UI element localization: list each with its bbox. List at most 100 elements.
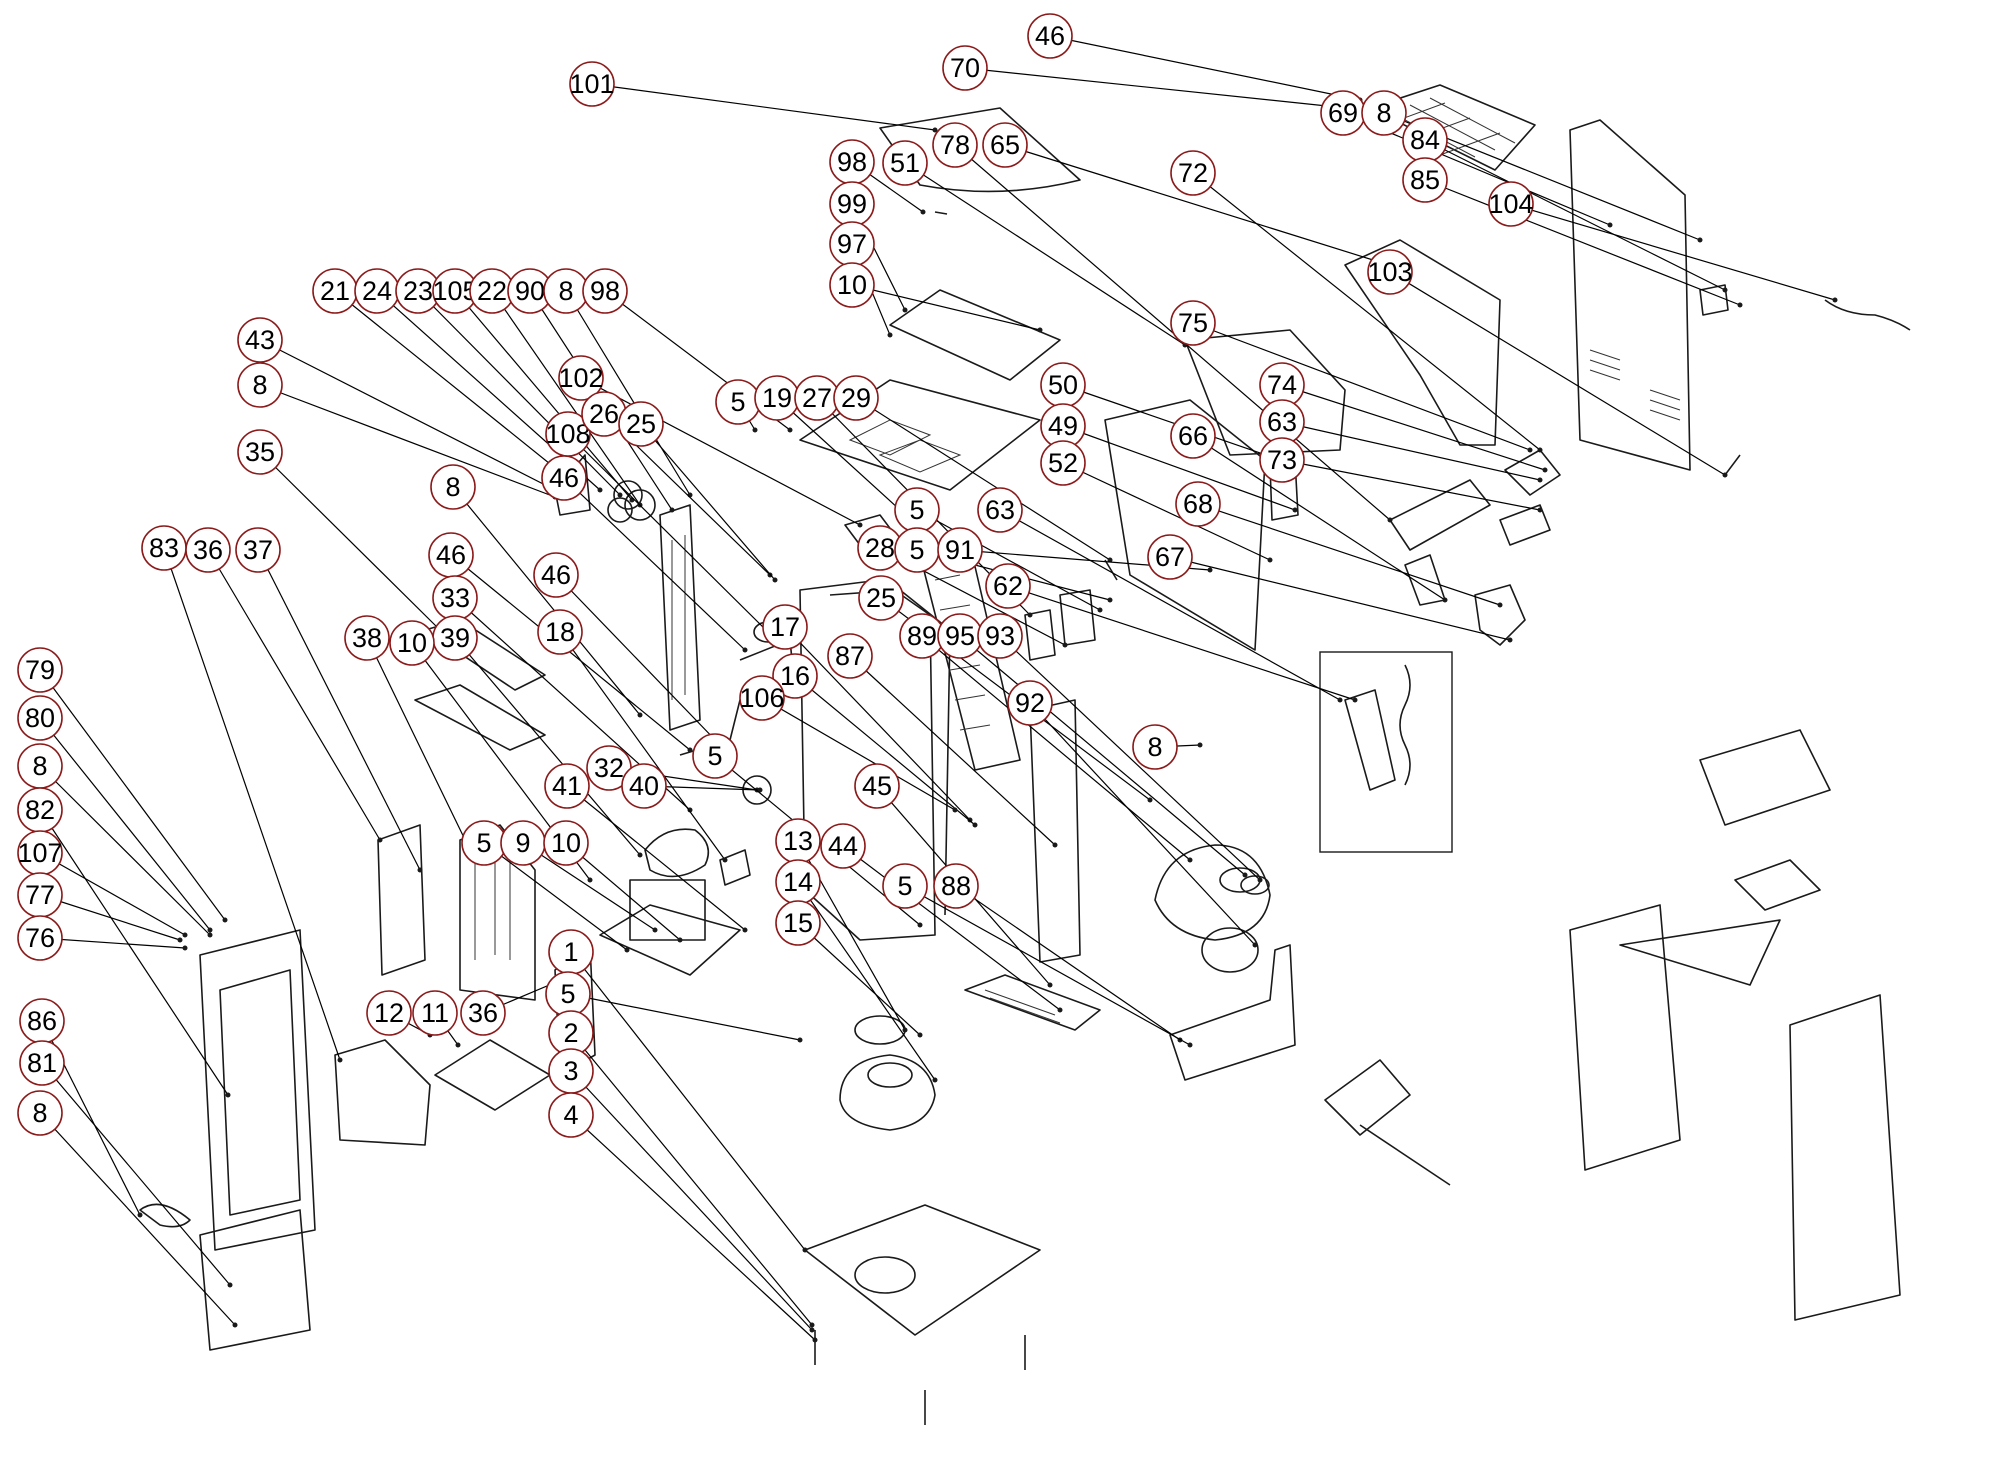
- leader-line: [921, 635, 1191, 861]
- leader-endpoint: [587, 877, 593, 883]
- callout-label: 32: [594, 753, 624, 783]
- callout-ring: [854, 763, 900, 809]
- callout-label: 46: [1035, 21, 1065, 51]
- part-front-panel-left: [1569, 904, 1681, 1171]
- leader-line: [452, 486, 641, 716]
- leader-line: [567, 433, 769, 633]
- callout-65: 65: [982, 122, 1028, 168]
- part-door-82: [199, 929, 316, 1251]
- callout-ring: [17, 915, 63, 961]
- callout-25: 25: [618, 401, 664, 447]
- part-handle-86: [139, 1203, 191, 1228]
- leader-line: [916, 509, 1101, 611]
- callout-52: 52: [1040, 440, 1086, 486]
- callout-67: 67: [1147, 534, 1193, 580]
- part-foot-2-4: [814, 1330, 1026, 1425]
- callout-4: 4: [548, 1092, 594, 1138]
- callout-label: 52: [1048, 448, 1078, 478]
- leader-endpoint: [1737, 302, 1743, 308]
- callout-label: 65: [990, 130, 1020, 160]
- callout-ring: [942, 45, 988, 91]
- leader-endpoint: [1147, 797, 1153, 803]
- leader-endpoint: [1352, 697, 1358, 703]
- callout-99: 99: [829, 181, 875, 227]
- callout-75: 75: [1170, 300, 1216, 346]
- leader-line: [555, 574, 721, 746]
- leader-line: [1169, 556, 1511, 641]
- part-auger-box: [1319, 651, 1453, 853]
- leader-line: [1424, 139, 1726, 291]
- leader-endpoint: [337, 1057, 343, 1063]
- callout-label: 39: [440, 623, 470, 653]
- leader-line: [257, 549, 421, 871]
- callout-label: 14: [783, 867, 813, 897]
- callout-10: 10: [543, 820, 589, 866]
- callout-2: 2: [548, 1010, 594, 1056]
- callout-label: 35: [245, 437, 275, 467]
- callout-5: 5: [894, 527, 940, 573]
- leader-endpoint: [809, 1327, 815, 1333]
- leader-line: [39, 765, 211, 936]
- leader-line: [39, 717, 211, 931]
- part-bracket-51: [1184, 329, 1346, 456]
- leader-endpoint: [652, 927, 658, 933]
- callout-label: 29: [841, 383, 871, 413]
- leader-endpoint: [742, 647, 748, 653]
- leader-endpoint: [225, 1092, 231, 1098]
- callout-label: 69: [1328, 98, 1358, 128]
- callout-8: 8: [17, 743, 63, 789]
- callout-label: 21: [320, 276, 350, 306]
- leader-endpoint: [1507, 637, 1513, 643]
- leader-line: [454, 290, 633, 501]
- callout-91: 91: [937, 527, 983, 573]
- callout-label: 99: [837, 189, 867, 219]
- callout-label: 63: [1267, 407, 1297, 437]
- callout-101: 101: [569, 61, 615, 107]
- part-tangential-fan-45: [964, 974, 1101, 1031]
- callout-label: 46: [549, 463, 579, 493]
- part-disc-23: [613, 480, 643, 510]
- callout-ring: [1175, 481, 1221, 527]
- callout-ring: [185, 527, 231, 573]
- callout-label: 50: [1048, 370, 1078, 400]
- leader-line: [855, 397, 1111, 561]
- part-ring-95: [1219, 867, 1261, 893]
- callout-label: 104: [1488, 189, 1533, 219]
- leader-endpoint: [932, 1077, 938, 1083]
- leader-line: [797, 922, 921, 1036]
- callout-ring: [237, 362, 283, 408]
- callout-ring: [544, 763, 590, 809]
- leader-endpoint: [182, 932, 188, 938]
- part-bracket-103: [1724, 454, 1741, 476]
- callout-label: 24: [362, 276, 392, 306]
- leader-line: [566, 785, 746, 931]
- callout-label: 5: [909, 495, 924, 525]
- callout-8: 8: [17, 1090, 63, 1136]
- leader-endpoint: [902, 307, 908, 313]
- callout-label: 10: [837, 270, 867, 300]
- callout-45: 45: [854, 763, 900, 809]
- callout-95: 95: [937, 613, 983, 659]
- leader-line: [417, 290, 621, 496]
- leader-endpoint: [687, 747, 693, 753]
- callout-label: 8: [32, 1098, 47, 1128]
- callout-label: 70: [950, 53, 980, 83]
- part-ring-93: [1240, 875, 1270, 895]
- callout-8: 8: [430, 464, 476, 510]
- part-panel-87: [1029, 699, 1081, 963]
- part-screw-auger: [1399, 664, 1411, 786]
- callout-78: 78: [932, 122, 978, 168]
- leader-line: [570, 1032, 813, 1326]
- callout-label: 101: [569, 69, 614, 99]
- callout-ring: [430, 464, 476, 510]
- callout-ring: [460, 990, 506, 1036]
- leader-line: [259, 451, 441, 631]
- callout-5: 5: [882, 863, 928, 909]
- callout-66: 66: [1170, 413, 1216, 459]
- leader-endpoint: [1292, 507, 1298, 513]
- leader-line: [1192, 435, 1446, 601]
- leader-endpoint: [1832, 297, 1838, 303]
- leader-line: [39, 669, 226, 921]
